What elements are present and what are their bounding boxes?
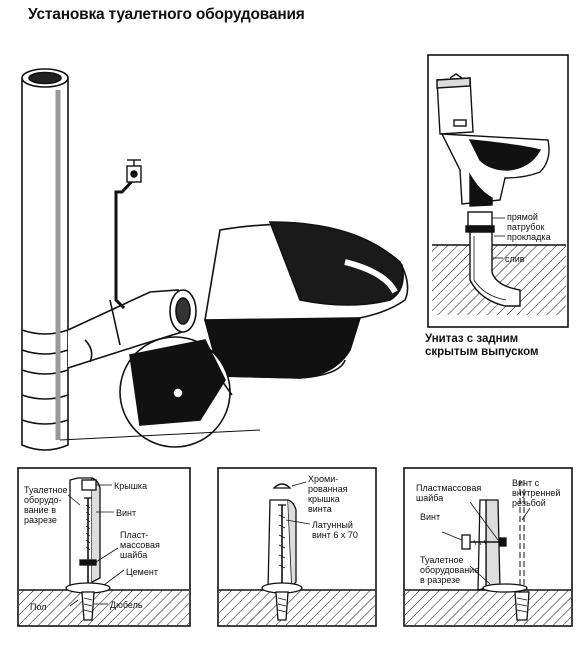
label-straight-pipe: прямой патрубок [507,212,545,232]
label-screw-right: Винт [420,512,441,522]
label-plastic-washer: Пластмассовая шайба [416,483,482,503]
toilet-bowl [203,221,409,379]
label-dowel: Дюбель [110,600,143,610]
label-gasket: прокладка [507,232,551,242]
water-supply [114,176,137,310]
label-fixture-section-left: Туалетное оборудо- вание в разрезе [24,485,68,525]
label-fixture-section-right: Туалетное оборудование в разрезе [420,555,480,585]
label-drain: слив [505,254,525,264]
label-cement: Цемент [126,567,158,577]
detail-circle [119,336,233,448]
inset-caption: Унитаз с задним скрытым выпуском [425,333,539,358]
label-chrome-cap: Хроми- рованная крышка винта [308,474,348,514]
label-inner-thread-screw: Винт с внутренней резьбой [512,478,561,508]
panel-left-leaders [67,484,125,607]
page-title: Установка туалетного оборудования [28,6,305,23]
panel-left-fixture [65,477,111,621]
stack-pipe [21,68,69,451]
label-cap: Крышка [114,481,148,491]
inset-leaders [492,217,505,259]
inset-drain [465,211,521,307]
panel-right-fixture [461,480,530,621]
water-valve [126,159,142,183]
label-washer: Пласт- массовая шайба [120,530,160,560]
label-floor: Пол [30,602,47,612]
panel-right-leaders [441,501,531,585]
floor-line [59,429,261,441]
label-brass-screw: Латунный винт 6 x 70 [312,520,358,540]
panel-left-frame [17,467,191,627]
label-screw-left: Винт [116,508,137,518]
panel-middle-frame [217,467,377,627]
inset-toilet [436,73,550,207]
branch-pipe [67,289,197,369]
panel-middle-leaders [285,481,311,525]
